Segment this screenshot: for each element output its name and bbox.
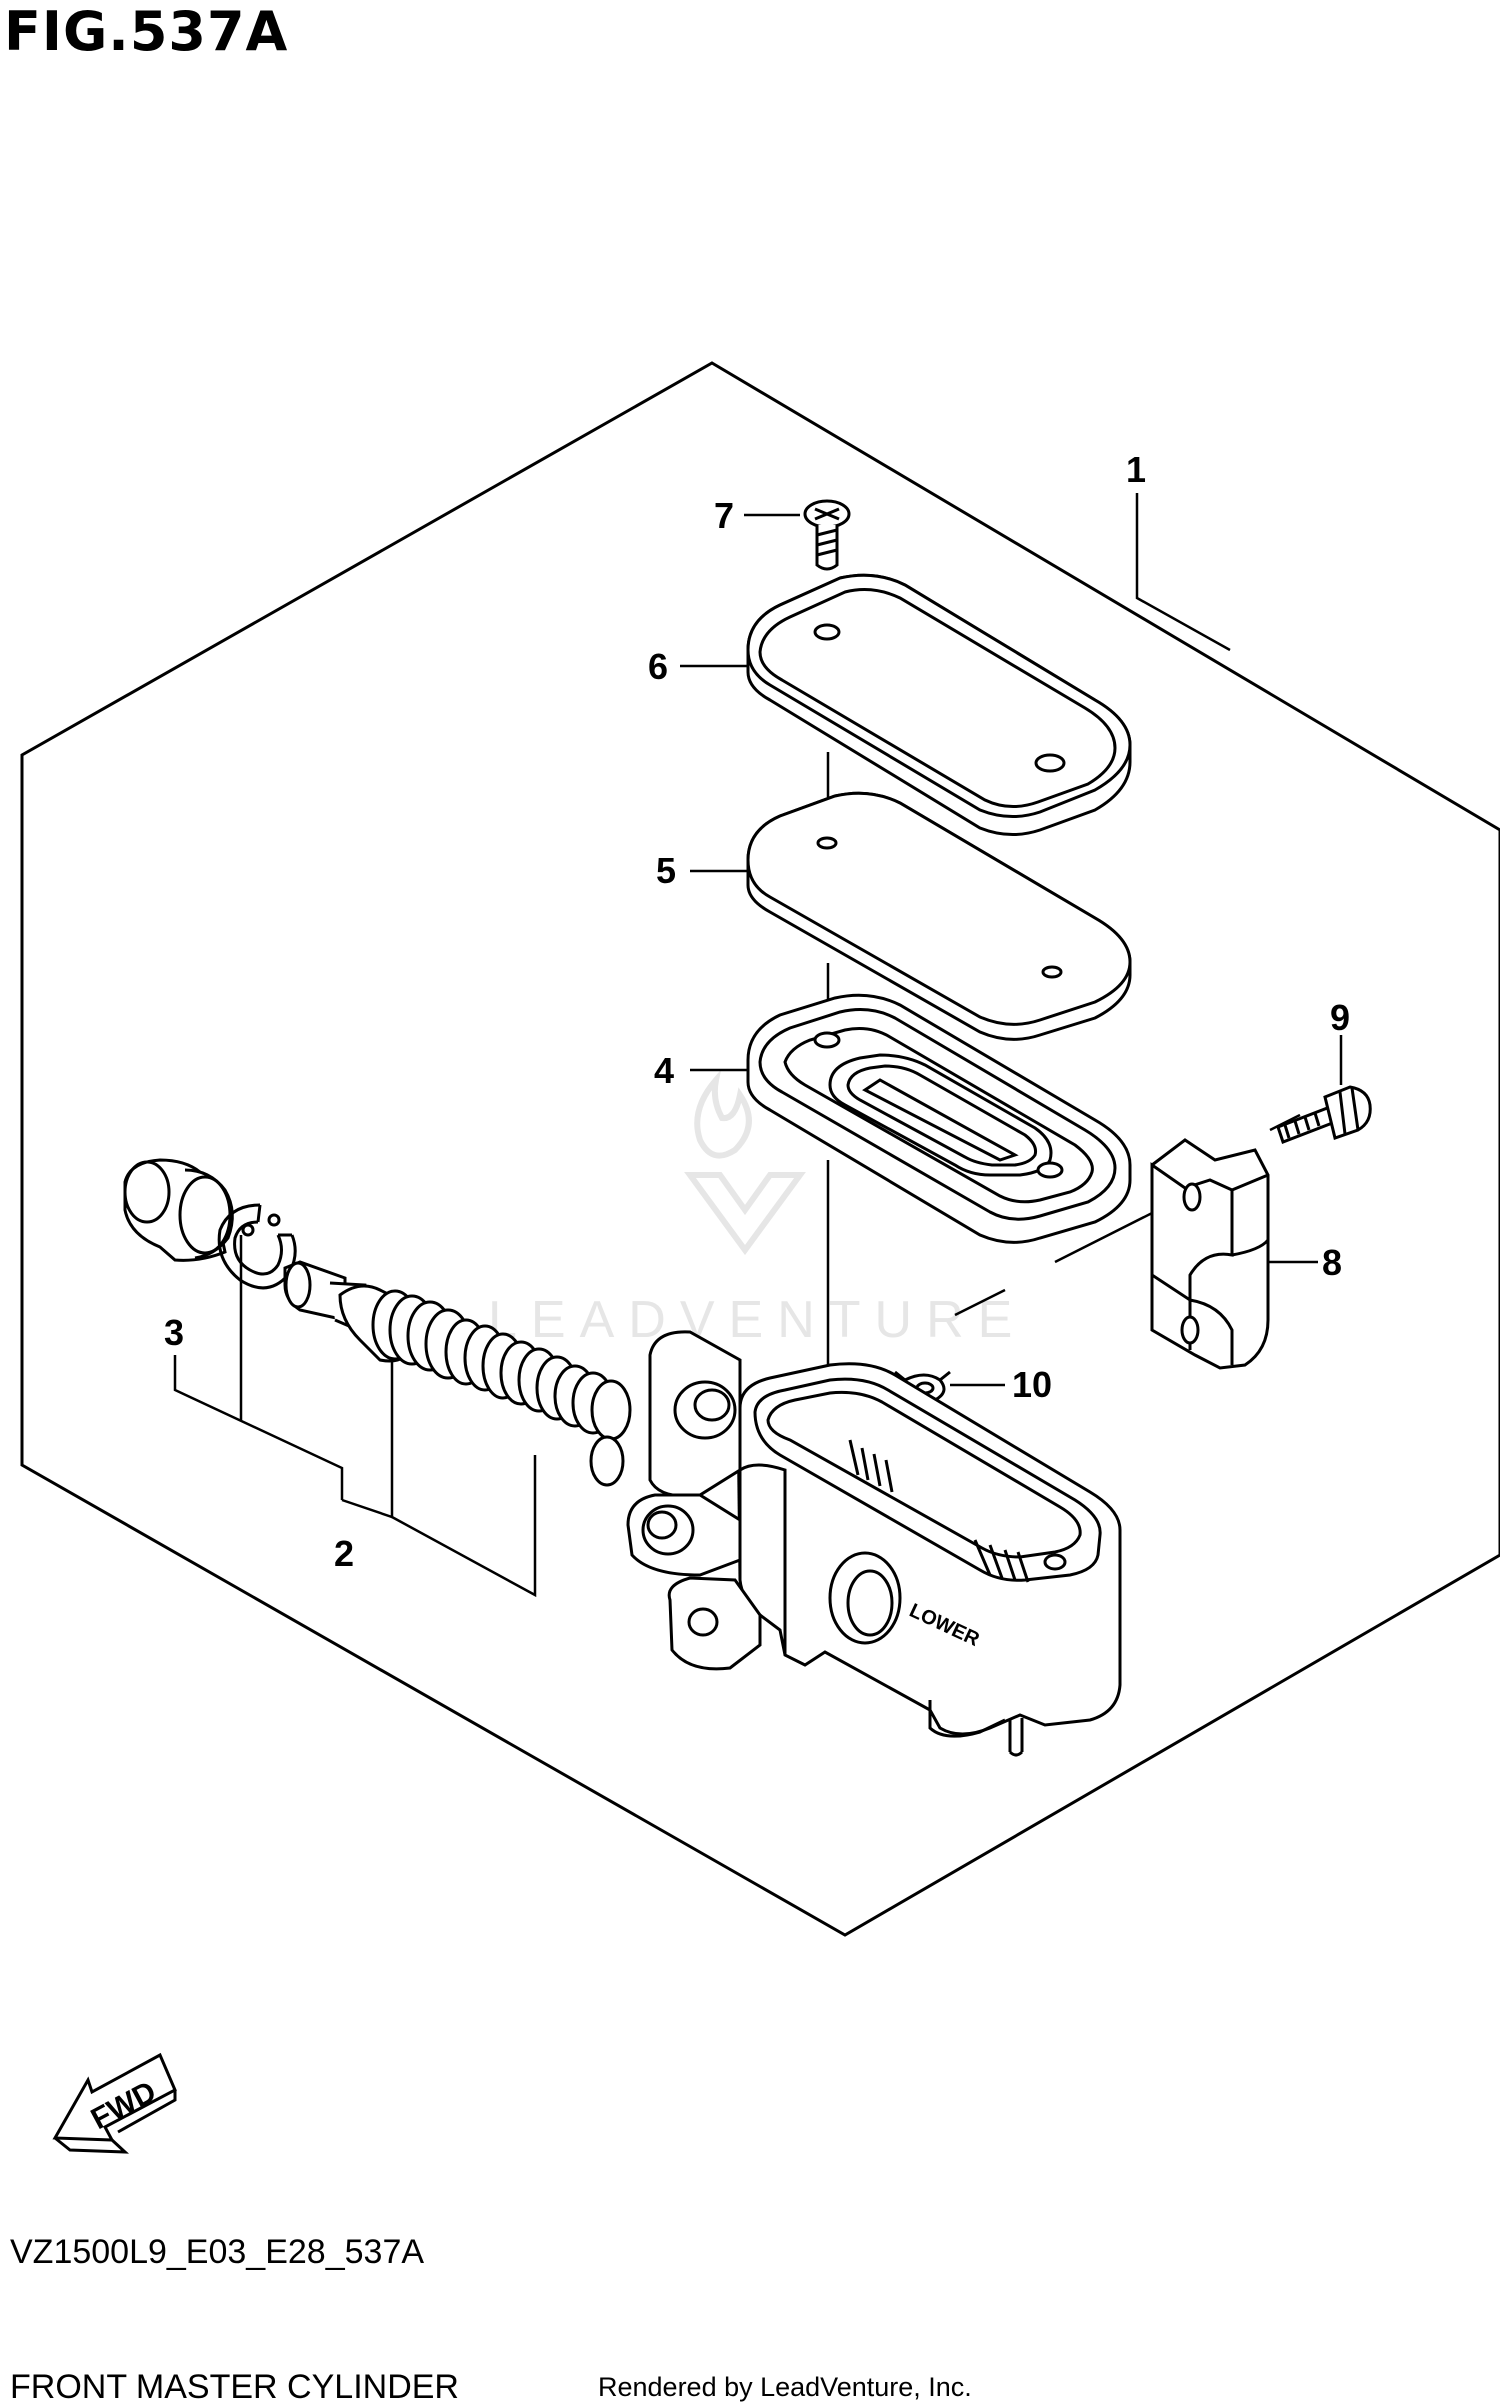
leader-lines: [173, 493, 1343, 1598]
callout-9: 9: [1330, 997, 1350, 1038]
figure-name: FRONT MASTER CYLINDER: [10, 2368, 459, 2406]
callout-2: 2: [334, 1533, 354, 1574]
diaphragm-4: [746, 993, 1132, 1244]
callout-10: 10: [1012, 1364, 1052, 1405]
watermark-text: LEADVENTURE: [488, 1291, 1027, 1349]
holder-clamp-8: [1150, 1138, 1270, 1370]
callout-6: 6: [648, 646, 668, 687]
callout-3: 3: [164, 1312, 184, 1353]
watermark-logo: [684, 1069, 806, 1256]
rendered-by-credit: Rendered by LeadVenture, Inc.: [598, 2372, 972, 2402]
fwd-direction-arrow: [52, 2052, 177, 2154]
master-cylinder-body: [626, 1330, 1122, 1757]
diaphragm-plate-5: [746, 791, 1132, 1041]
callout-5: 5: [656, 850, 676, 891]
callout-numbers: 1 2 3 4 5 6 7 8 9 10: [164, 449, 1350, 1574]
screw-7: [803, 499, 851, 571]
piston-set-2: [283, 1260, 632, 1487]
figure-code: VZ1500L9_E03_E28_537A: [10, 2233, 425, 2271]
callout-7: 7: [714, 495, 734, 536]
reservoir-cap-6: [746, 573, 1132, 836]
callout-4: 4: [654, 1050, 674, 1091]
bolt-9: [1276, 1085, 1372, 1144]
figure-title: FIG.537A: [4, 0, 289, 63]
assembly-outline: [20, 361, 1500, 1937]
boot-3: [123, 1158, 234, 1262]
callout-8: 8: [1322, 1242, 1342, 1283]
callout-1: 1: [1126, 449, 1146, 490]
